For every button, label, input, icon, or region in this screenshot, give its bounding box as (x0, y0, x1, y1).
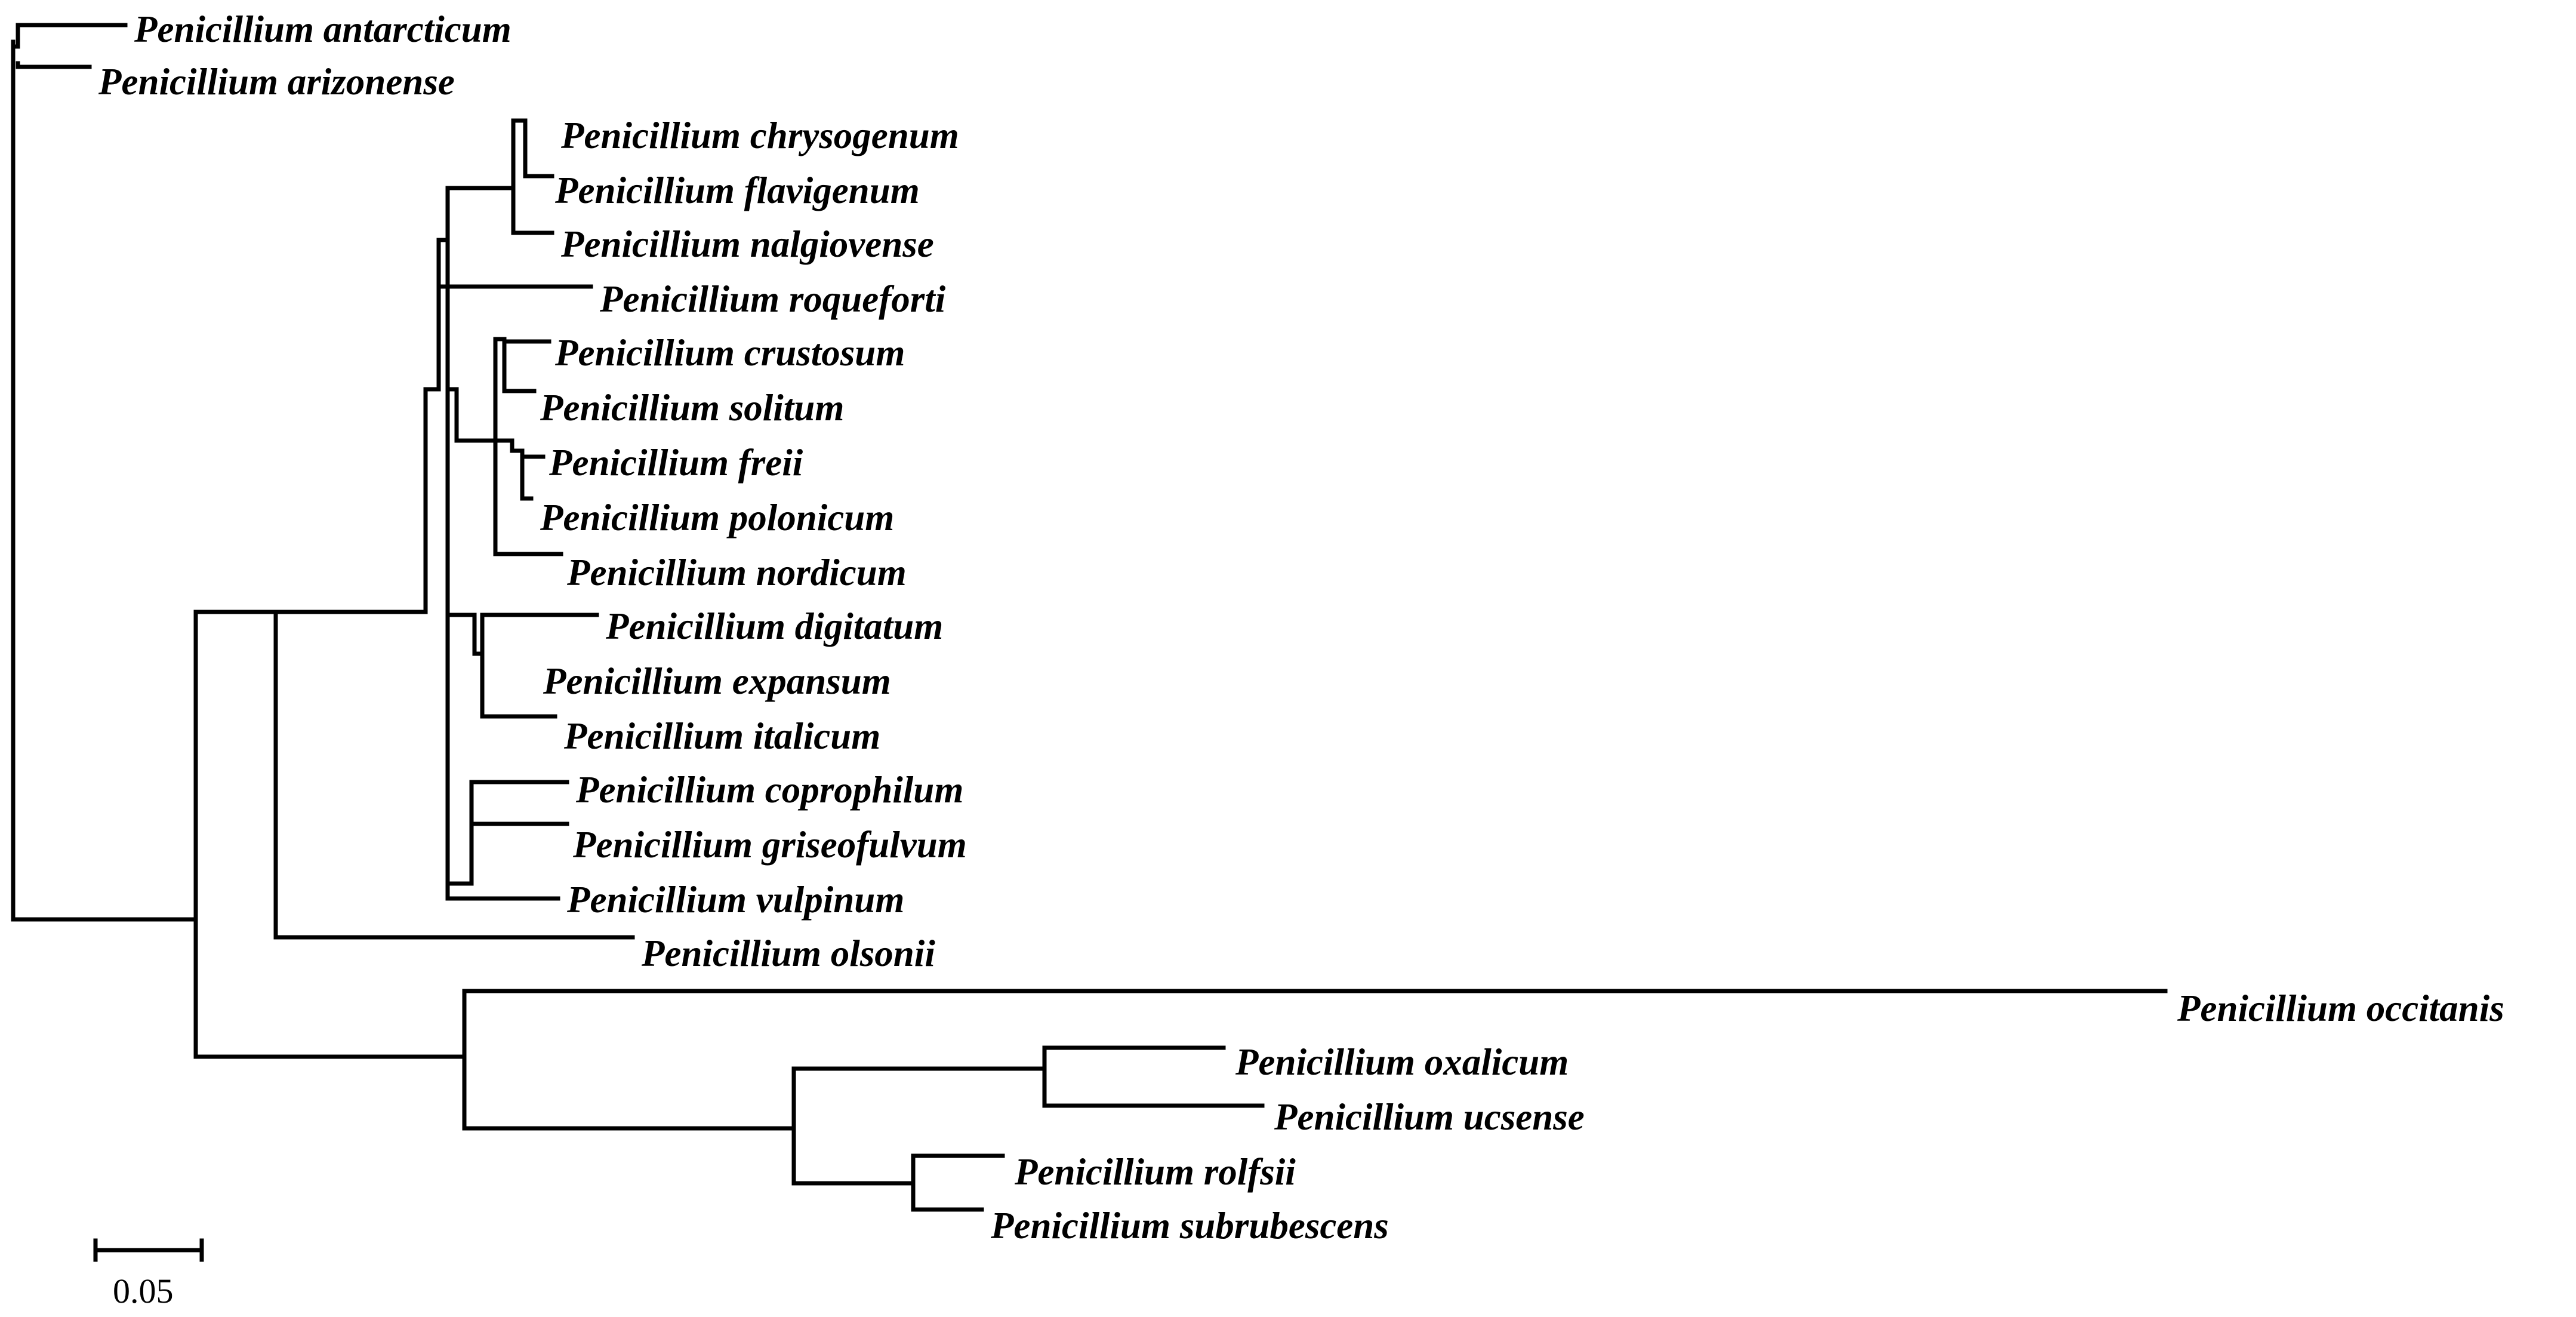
tree-branch (462, 1054, 796, 1131)
tree-branch (480, 613, 599, 656)
tree-branch (911, 1181, 984, 1212)
taxon-label-digitatum: Penicillium digitatum (605, 605, 943, 647)
taxon-label-coprophilum: Penicillium coprophilum (575, 769, 963, 811)
tree-branch (520, 448, 534, 501)
tree-branch (1042, 1066, 1265, 1108)
tree-branch (469, 780, 569, 886)
taxon-label-oxalicum: Penicillium oxalicum (1235, 1041, 1569, 1083)
taxon-label-subrubescens: Penicillium subrubescens (990, 1205, 1389, 1247)
tree-branch (16, 23, 128, 49)
tree-branch (462, 989, 2168, 1059)
tree-branch (791, 1066, 1047, 1131)
taxon-label-occitanis: Penicillium occitanis (2177, 987, 2504, 1029)
taxon-label-nalgiovense: Penicillium nalgiovense (560, 223, 934, 265)
taxon-label-flavigenum: Penicillium flavigenum (554, 170, 920, 211)
taxon-label-crustosum: Penicillium crustosum (554, 332, 905, 374)
taxon-label-freii: Penicillium freii (549, 442, 803, 484)
tree-branch (791, 1126, 916, 1186)
tree-branches (11, 23, 2168, 1212)
taxon-label-expansum: Penicillium expansum (543, 660, 891, 702)
taxon-label-ucsense: Penicillium ucsense (1274, 1096, 1585, 1138)
tree-branch (523, 135, 554, 179)
taxon-label-vulpinum: Penicillium vulpinum (566, 879, 904, 921)
taxon-label-antarcticum: Penicillium antarcticum (134, 8, 511, 50)
taxon-label-roqueforti: Penicillium roqueforti (599, 278, 946, 320)
tree-branch (436, 238, 593, 289)
taxon-labels: Penicillium antarcticum Penicillium ariz… (98, 8, 2504, 1247)
tree-branch (445, 881, 560, 901)
taxon-label-polonicum: Penicillium polonicum (540, 497, 894, 539)
tree-branch (445, 186, 516, 242)
tree-branch (445, 387, 477, 617)
taxon-label-italicum: Penicillium italicum (563, 715, 880, 757)
tree-branch (502, 337, 537, 393)
tree-branch (273, 610, 635, 940)
tree-branch (520, 448, 546, 459)
taxon-label-nordicum: Penicillium nordicum (566, 552, 907, 593)
taxon-label-chrysogenum: Penicillium chrysogenum (560, 115, 959, 156)
tree-branch (911, 1153, 1005, 1186)
taxon-label-solitum: Penicillium solitum (540, 387, 844, 429)
taxon-label-arizonense: Penicillium arizonense (98, 61, 455, 103)
taxon-label-griseofulvum: Penicillium griseofulvum (572, 824, 967, 866)
scale-bar-label: 0.05 (113, 1272, 174, 1310)
scale-bar: 0.05 (93, 1238, 204, 1310)
tree-branch (511, 186, 554, 235)
tree-branch (502, 337, 551, 344)
taxon-label-olsonii: Penicillium olsonii (641, 933, 935, 974)
scale-bar-line (93, 1238, 204, 1262)
tree-branch (1042, 1045, 1226, 1071)
taxon-label-rolfsii: Penicillium rolfsii (1014, 1151, 1296, 1193)
tree-branch (480, 651, 557, 719)
tree-branch (16, 61, 92, 69)
